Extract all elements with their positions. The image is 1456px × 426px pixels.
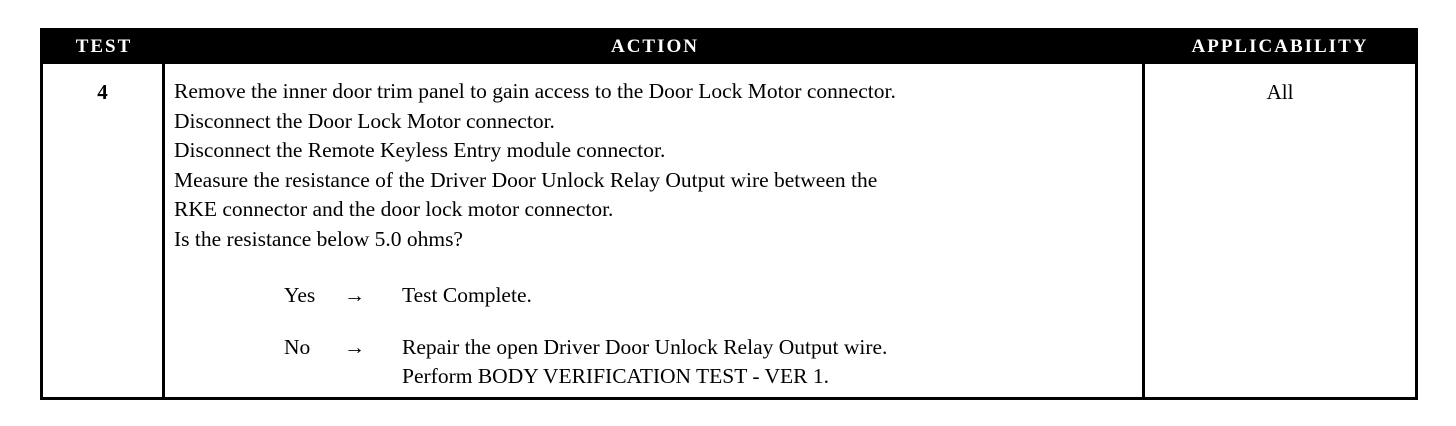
action-line-6: Is the resistance below 5.0 ohms? bbox=[174, 226, 463, 251]
branch-no-line-1: Repair the open Driver Door Unlock Relay… bbox=[402, 334, 888, 359]
cell-test-number: 4 bbox=[43, 64, 165, 397]
branch-no: No → Repair the open Driver Door Unlock … bbox=[284, 333, 1132, 392]
applicability-value: All bbox=[1266, 80, 1294, 104]
branch-no-label: No bbox=[284, 334, 311, 359]
column-header-test: TEST bbox=[75, 36, 133, 57]
action-line-4: Measure the resistance of the Driver Doo… bbox=[174, 167, 878, 192]
test-number-value: 4 bbox=[97, 80, 108, 104]
branch-yes-line-1: Test Complete. bbox=[402, 283, 532, 307]
branch-no-line-2: Perform BODY VERIFICATION TEST - VER 1. bbox=[402, 364, 830, 388]
arrow-right-icon: → bbox=[344, 283, 365, 307]
arrow-right-icon: → bbox=[344, 334, 365, 359]
cell-action: Remove the inner door trim panel to gain… bbox=[165, 64, 1145, 397]
action-line-2: Disconnect the Door Lock Motor connector… bbox=[174, 108, 555, 133]
branch-no-text: Repair the open Driver Door Unlock Relay… bbox=[402, 333, 887, 392]
action-line-1: Remove the inner door trim panel to gain… bbox=[174, 79, 896, 103]
column-header-applicability: APPLICABILITY bbox=[1191, 36, 1369, 57]
action-paragraph-measure: Measure the resistance of the Driver Doo… bbox=[174, 166, 1132, 225]
table-row: 4 Remove the inner door trim panel to ga… bbox=[43, 62, 1415, 397]
diagnostic-test-table: TEST ACTION APPLICABILITY 4 Remove the i… bbox=[40, 28, 1418, 400]
column-header-action: ACTION bbox=[610, 36, 699, 57]
cell-applicability: All bbox=[1145, 64, 1415, 397]
action-line-3: Disconnect the Remote Keyless Entry modu… bbox=[174, 138, 666, 162]
action-line-5: RKE connector and the door lock motor co… bbox=[174, 197, 614, 221]
table-header-row: TEST ACTION APPLICABILITY bbox=[43, 31, 1415, 62]
decision-branches: Yes → Test Complete. No → Repair the ope… bbox=[174, 281, 1132, 392]
branch-yes: Yes → Test Complete. bbox=[284, 281, 1132, 311]
branch-yes-label: Yes bbox=[284, 283, 316, 307]
branch-yes-text: Test Complete. bbox=[402, 281, 532, 311]
